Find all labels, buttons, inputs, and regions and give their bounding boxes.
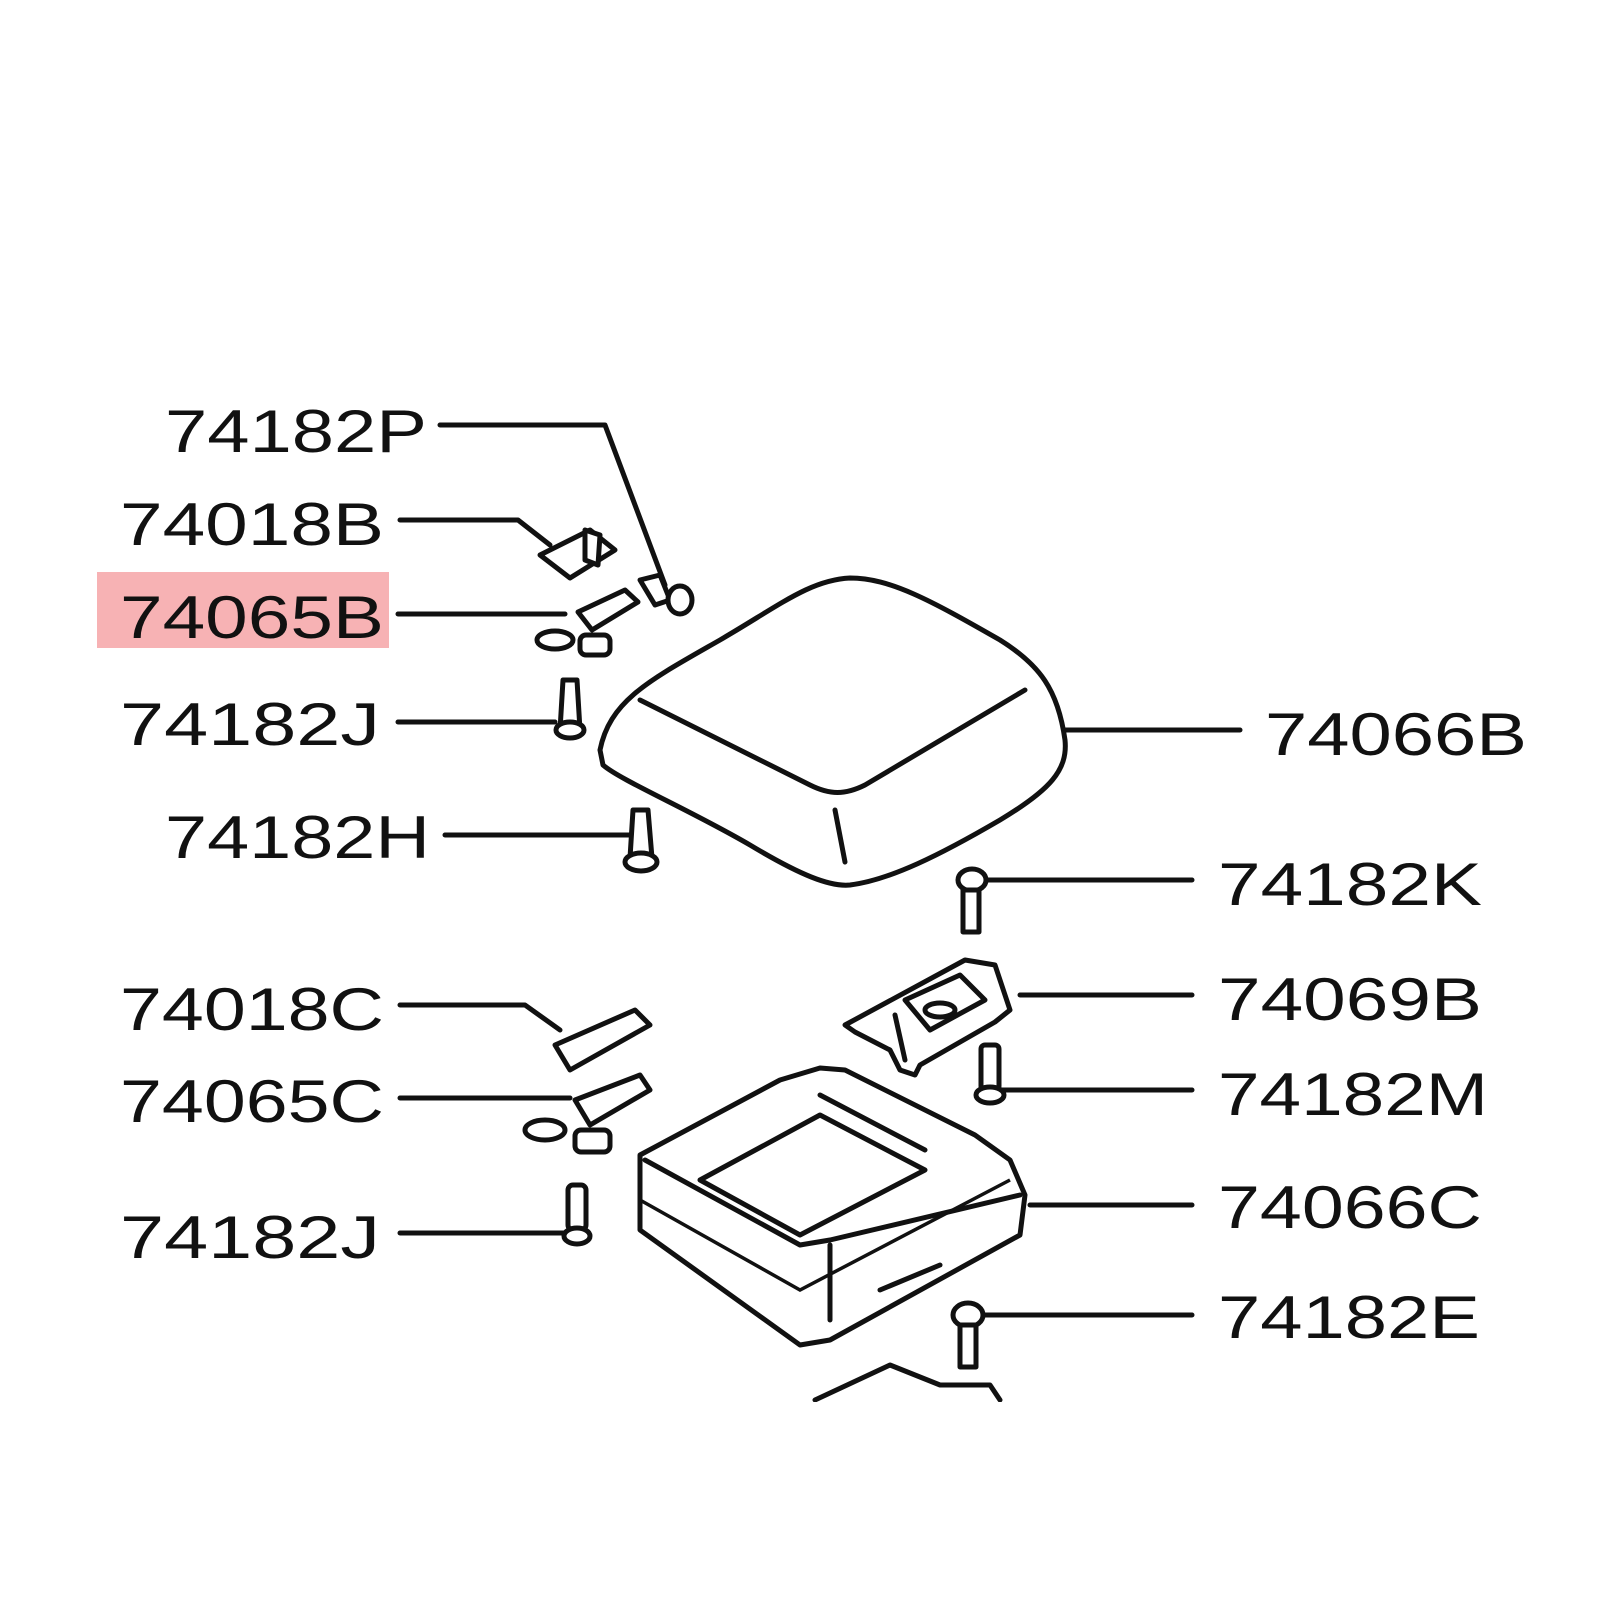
part-label-74069B[interactable]: 74069B [1218, 966, 1482, 1033]
leader-74182P [437, 422, 668, 588]
clip-74018C [552, 1007, 653, 1073]
part-label-74182M[interactable]: 74182M [1218, 1061, 1488, 1128]
crop-mask [0, 1402, 1600, 1600]
screw-74182J-top [553, 677, 587, 741]
screw-74182H [622, 807, 660, 874]
leader-74018C [397, 1002, 563, 1033]
screw-74182P [637, 572, 695, 617]
hinge-74069B [842, 957, 1013, 1078]
clip-74065C [522, 1072, 653, 1155]
armrest-lid-part [597, 575, 1068, 888]
part-label-74182P[interactable]: 74182P [165, 398, 427, 465]
screw-74182M [973, 1042, 1007, 1106]
screw-74182J-bottom [561, 1182, 593, 1247]
next-part-fragment [812, 1362, 1003, 1403]
callout-labels: 74182P 74018B 74065B 74182J 74182H 74018… [120, 398, 1527, 1351]
part-label-74018B[interactable]: 74018B [120, 491, 384, 558]
part-label-74182J-bottom[interactable]: 74182J [120, 1204, 380, 1271]
clip-74018B [537, 527, 618, 581]
part-label-74182H[interactable]: 74182H [165, 804, 430, 871]
part-label-74065C[interactable]: 74065C [120, 1068, 384, 1135]
part-label-74065B[interactable]: 74065B [120, 584, 384, 651]
leader-lines [395, 422, 1243, 1318]
screw-74182K [955, 866, 989, 935]
highlight-box [97, 572, 389, 648]
leader-74018B [397, 517, 553, 548]
clip-74065B [534, 587, 641, 658]
part-label-74182K[interactable]: 74182K [1218, 851, 1482, 918]
part-label-74018C[interactable]: 74018C [120, 976, 384, 1043]
part-label-74066B[interactable]: 74066B [1265, 701, 1527, 768]
part-label-74182E[interactable]: 74182E [1218, 1284, 1480, 1351]
console-box-74066C [637, 1065, 1028, 1348]
part-label-74182J-top[interactable]: 74182J [120, 691, 380, 758]
part-label-74066C[interactable]: 74066C [1218, 1174, 1482, 1241]
screw-74182E [950, 1300, 986, 1370]
